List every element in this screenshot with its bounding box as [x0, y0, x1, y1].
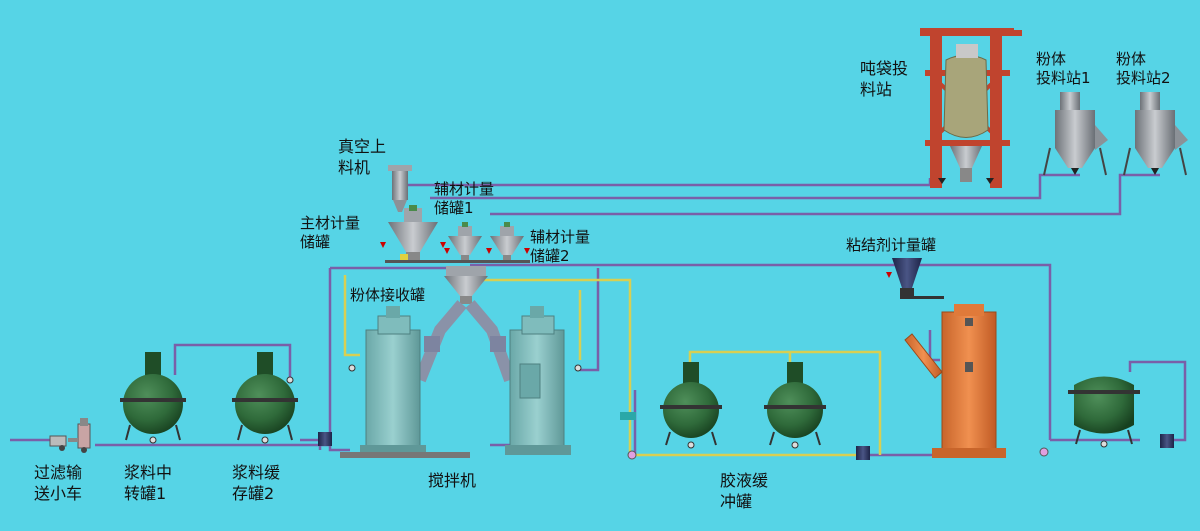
label-filter-cart: 过滤输 送小车	[34, 463, 83, 503]
label-glue-buffer-tank: 胶液缓 冲罐	[720, 471, 769, 511]
aux-metering-tank-2	[486, 222, 530, 261]
aux-metering-tank-1	[444, 222, 482, 261]
grinder	[904, 304, 1006, 458]
pipe-mixer-left-feed	[343, 275, 360, 357]
pump-2	[856, 446, 870, 460]
glue-buffer-tank-1	[660, 362, 722, 449]
pipe-glue-main	[470, 278, 860, 457]
label-aux-metering-tank-2: 辅材计量 储罐2	[530, 228, 591, 265]
slurry-transfer-tank-1	[120, 352, 186, 444]
right-storage-tank	[1068, 376, 1140, 448]
label-powder-station-1: 粉体 投料站1	[1036, 50, 1091, 87]
pump-1	[318, 432, 332, 446]
glue-inlet-valve	[620, 412, 636, 420]
main-metering-tank	[380, 205, 446, 260]
powder-station-2	[1123, 92, 1188, 176]
powder-station-1	[1043, 92, 1108, 176]
label-powder-station-2: 粉体 投料站2	[1116, 50, 1171, 87]
label-ton-bag-station: 吨袋投 料站	[860, 59, 909, 99]
ton-bag-station	[920, 28, 1022, 188]
label-binder-metering-tank: 粘结剂计量罐	[846, 236, 937, 254]
label-aux-metering-tank-1: 辅材计量 储罐1	[434, 180, 495, 217]
pipe-right-main	[470, 263, 1052, 440]
glue-buffer-tank-2	[764, 362, 826, 449]
label-slurry-transfer-tank: 浆料中 转罐1	[124, 463, 173, 503]
binder-metering-tank	[886, 258, 944, 299]
pipe-left-down	[328, 268, 350, 452]
label-powder-receiving-tank: 粉体接收罐	[350, 286, 426, 304]
pipe-binder-feed	[928, 330, 940, 362]
pipe-to-powder-station-1	[430, 173, 1080, 200]
right-junction	[1039, 447, 1049, 457]
pipe-right-tank-loop	[1128, 360, 1187, 442]
vacuum-loader	[388, 165, 412, 212]
metering-platform	[385, 260, 530, 263]
pipe-to-powder-station-2	[490, 173, 1160, 216]
label-main-metering-tank: 主材计量 储罐	[300, 214, 361, 251]
label-mixer: 搅拌机	[428, 471, 477, 490]
yellow-pipes	[343, 275, 882, 457]
purple-pipes	[10, 173, 1187, 457]
pipe-slurry-loop	[173, 343, 292, 380]
mixer-left	[340, 306, 470, 458]
glue-junction	[627, 450, 637, 460]
label-vacuum-loader: 真空上 料机	[338, 137, 387, 177]
pump-3	[1160, 434, 1174, 448]
label-slurry-buffer-tank: 浆料缓 存罐2	[232, 463, 281, 503]
powder-receiving-tank	[414, 266, 516, 383]
mixer-right	[505, 306, 582, 455]
slurry-buffer-tank-2	[232, 352, 298, 444]
pipe-mixer-right	[580, 268, 600, 372]
filter-cart	[49, 418, 91, 453]
pipe-glue-loop	[688, 350, 882, 455]
